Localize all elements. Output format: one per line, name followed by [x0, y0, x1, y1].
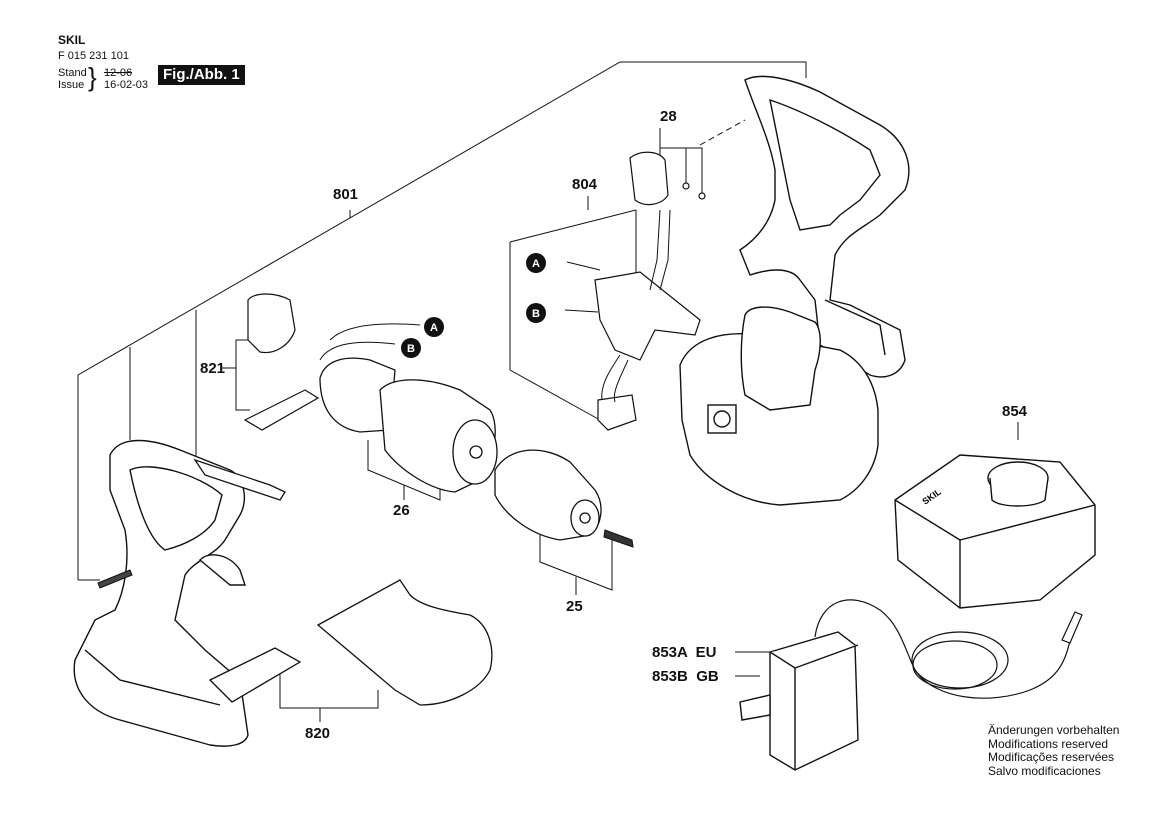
connector-b-right: B [401, 338, 421, 358]
power-adapter [739, 631, 859, 771]
svg-text:A: A [430, 322, 438, 334]
chuck-screw [603, 529, 634, 548]
leader-821 [235, 339, 250, 411]
connector-a-left: A [526, 253, 546, 273]
note-line: Änderungen vorbehalten [988, 723, 1120, 737]
charger-854 [894, 454, 1096, 609]
housing-screw [97, 569, 133, 589]
chuck [494, 449, 602, 541]
label-801: 801 [333, 186, 359, 203]
issue-label: Issue [58, 79, 85, 91]
modification-notes: Änderungen vorbehalten Modifications res… [988, 723, 1120, 778]
leader-25 [539, 535, 613, 591]
label-853b: 853B GB [652, 668, 719, 685]
stand-label: Stand [58, 67, 87, 79]
label-28: 28 [660, 108, 677, 125]
leader-804 [509, 242, 601, 421]
brand-name: SKIL [58, 33, 86, 47]
issue-date: 16-02-03 [104, 79, 149, 91]
label-821: 821 [200, 360, 226, 377]
leader-28 [659, 128, 703, 195]
label-26: 26 [393, 502, 410, 519]
leader-801 [77, 61, 807, 580]
brace-glyph: } [88, 62, 97, 92]
label-854: 854 [1002, 403, 1028, 420]
svg-text:B: B [407, 343, 415, 355]
label-25: 25 [566, 598, 583, 615]
switch-804 [594, 151, 706, 431]
bit-holder-820 [193, 458, 493, 706]
leader-820 [279, 668, 379, 709]
connector-b-left: B [526, 303, 546, 323]
battery-pack [679, 306, 879, 506]
motor-gearbox-assembly [319, 357, 498, 493]
note-line: Modificações reservées [988, 750, 1115, 764]
svg-text:B: B [532, 308, 540, 320]
connector-a-right: A [424, 317, 444, 337]
note-line: Salvo modificaciones [988, 763, 1101, 778]
housing-right-half [739, 75, 910, 378]
stand-date: 12-06 [104, 67, 133, 79]
note-line: Modifications reserved [988, 736, 1109, 751]
label-853a: 853A EU [652, 644, 717, 661]
svg-text:A: A [532, 258, 540, 270]
part-821 [243, 293, 320, 431]
housing-left-half [73, 439, 249, 747]
figure-badge: Fig./Abb. 1 [158, 65, 245, 85]
label-820: 820 [305, 725, 331, 742]
part-number: F 015 231 101 [58, 50, 129, 62]
label-804: 804 [572, 176, 598, 193]
